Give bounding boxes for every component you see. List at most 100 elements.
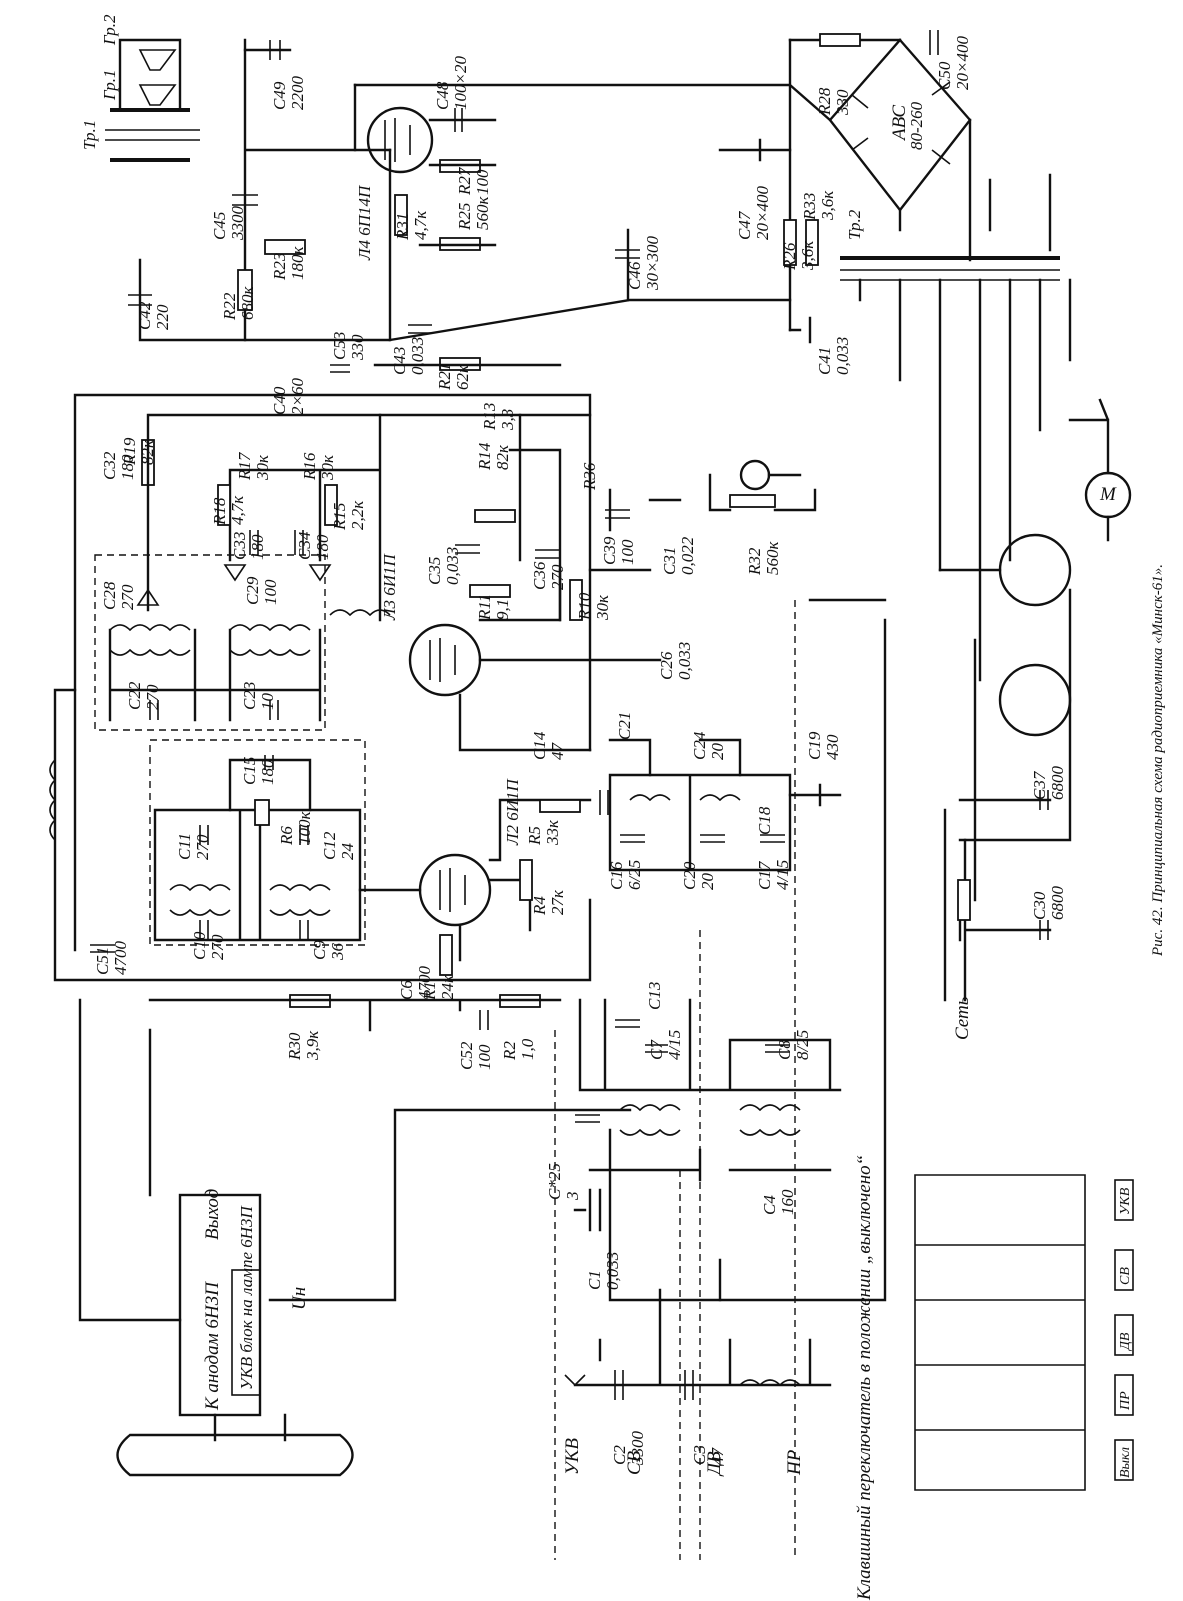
component-value-c4: 160 xyxy=(778,1189,797,1215)
component-value-c3: 47 xyxy=(708,1447,727,1466)
band-pr: ПР xyxy=(784,1449,805,1476)
component-ref-c9: C9 xyxy=(310,940,329,960)
component-value-c28: 270 xyxy=(118,584,137,610)
component-value-r23: 180к xyxy=(288,246,307,281)
component-ref-c51: C51 xyxy=(93,947,112,975)
component-value-c40: 2×60 xyxy=(288,378,307,415)
component-value-c24: 20 xyxy=(708,743,727,761)
component-ref-r28: R28 xyxy=(815,87,834,116)
component-value-c23: 10 xyxy=(258,693,277,711)
ukv-connector xyxy=(116,1433,354,1477)
component-ref-r27: R27 xyxy=(455,166,474,196)
component-ref-c25: C*25 xyxy=(545,1163,564,1200)
component-ref-c47: C47 xyxy=(735,210,754,240)
component-value-c43: 0,033 xyxy=(408,337,427,375)
component-value-r18: 4,7к xyxy=(228,495,247,525)
component-value-r1: 24к xyxy=(438,974,457,1000)
component-ref-c53: C53 xyxy=(330,332,349,360)
component-value-c19: 430 xyxy=(823,734,842,760)
component-ref-c49: C49 xyxy=(270,81,289,110)
component-value-c33: 180 xyxy=(248,534,267,560)
component-ref-c40: C40 xyxy=(270,386,289,415)
component-ref-c45: C45 xyxy=(210,212,229,240)
if-filter-box-2 xyxy=(149,739,366,946)
component-ref-c33: C33 xyxy=(230,532,249,560)
ukv-heater-label: Uн xyxy=(289,1287,310,1310)
component-value-r33: 3,6к xyxy=(818,190,837,221)
component-value-r30: 3,9к xyxy=(303,1030,322,1061)
component-ref-c11: C11 xyxy=(175,833,194,860)
band-dv: ДВ xyxy=(704,1451,725,1477)
component-value-c37: 6800 xyxy=(1048,766,1067,801)
component-ref-c28: C28 xyxy=(100,581,119,610)
component-ref-c29: C29 xyxy=(243,576,262,605)
component-value-r22: 680к xyxy=(238,286,257,321)
component-value-c7: 4/15 xyxy=(665,1030,684,1060)
component-ref-c13: C13 xyxy=(645,982,664,1010)
speaker-1-label: Гр.1 xyxy=(100,70,119,101)
motor-and-sockets xyxy=(938,398,1132,902)
socket-icon xyxy=(998,663,1072,737)
component-value-c29: 100 xyxy=(261,579,280,605)
component-value-c34: 180 xyxy=(313,534,332,560)
component-value-r15: 2,2к xyxy=(348,500,367,530)
component-ref-c37: C37 xyxy=(1030,770,1049,800)
component-value-r21: 62к xyxy=(453,364,472,390)
switch-key-ukv: УКВ xyxy=(1118,1187,1133,1215)
component-ref-r5: R5 xyxy=(525,826,544,846)
component-ref-c39: C39 xyxy=(600,536,619,565)
component-ref-c22: C22 xyxy=(125,681,144,710)
component-value-c51: 4700 xyxy=(111,941,130,976)
motor-label: М xyxy=(1099,484,1117,505)
band-ukv: УКВ xyxy=(562,1438,583,1475)
component-ref-c35: C35 xyxy=(425,557,444,585)
component-ref-c34: C34 xyxy=(295,531,314,560)
component-value-r10: 30к xyxy=(593,594,612,621)
ukv-anode-label: К анодам 6Н3П xyxy=(202,1281,223,1411)
component-ref-c52: C52 xyxy=(457,1041,476,1070)
component-ref-r31: R31 xyxy=(393,213,412,241)
tube-l2 xyxy=(418,853,492,927)
component-ref-c36: C36 xyxy=(530,561,549,590)
component-value-c20: 20 xyxy=(698,873,717,891)
ukv-output-label: Выход xyxy=(202,1189,223,1240)
component-value-r13: 3,3 xyxy=(498,409,517,431)
tube-l2-label: Л2 6И1П xyxy=(503,777,522,846)
tr2-label: Тр.2 xyxy=(845,209,864,240)
ukv-block xyxy=(78,998,632,1477)
figure-caption: Рис. 42. Принципиальная схема радиоприем… xyxy=(1150,564,1166,957)
component-value-r11: 9,1 xyxy=(493,599,512,620)
component-ref-r25: R25 xyxy=(455,203,474,231)
component-value-c41: 0,033 xyxy=(833,337,852,375)
component-value-c12: 24 xyxy=(338,843,357,861)
rectifier-bridge xyxy=(718,30,972,344)
component-value-c10: 270 xyxy=(208,934,227,960)
component-ref-c1: C1 xyxy=(585,1270,604,1290)
component-value-c50: 20×400 xyxy=(953,36,972,90)
component-ref-r2: R2 xyxy=(500,1041,519,1061)
component-value-r16: 30к xyxy=(318,454,337,481)
mains-section xyxy=(943,790,1052,1002)
component-value-c30: 6800 xyxy=(1048,886,1067,921)
component-ref-r36: R36 xyxy=(580,462,599,491)
component-ref-c50: C50 xyxy=(935,61,954,90)
component-ref-r16: R16 xyxy=(300,452,319,481)
socket-icon xyxy=(998,533,1072,607)
component-value-r2: 1,0 xyxy=(518,1038,537,1060)
component-value-r31: 4,7к xyxy=(411,210,430,240)
component-ref-c17: C17 xyxy=(755,860,774,890)
tuning-circuits xyxy=(575,738,842,1302)
tuning-indicator-icon xyxy=(739,459,771,491)
component-ref-r11: R11 xyxy=(475,594,494,621)
switch-key-pr: ПР xyxy=(1118,1391,1133,1411)
transformer-tr2 xyxy=(840,173,1072,682)
component-value-c48: 100×20 xyxy=(451,56,470,110)
mixer-stage xyxy=(49,688,609,1032)
component-ref-r26: R26 xyxy=(780,242,799,271)
component-value-c35: 0,033 xyxy=(443,547,462,585)
component-ref-c3: C3 xyxy=(690,1445,709,1465)
component-ref-c24: C24 xyxy=(690,731,709,760)
component-ref-c42: C42 xyxy=(135,301,154,330)
if-detector-stage xyxy=(73,393,817,952)
band-sv: СВ xyxy=(624,1450,645,1475)
